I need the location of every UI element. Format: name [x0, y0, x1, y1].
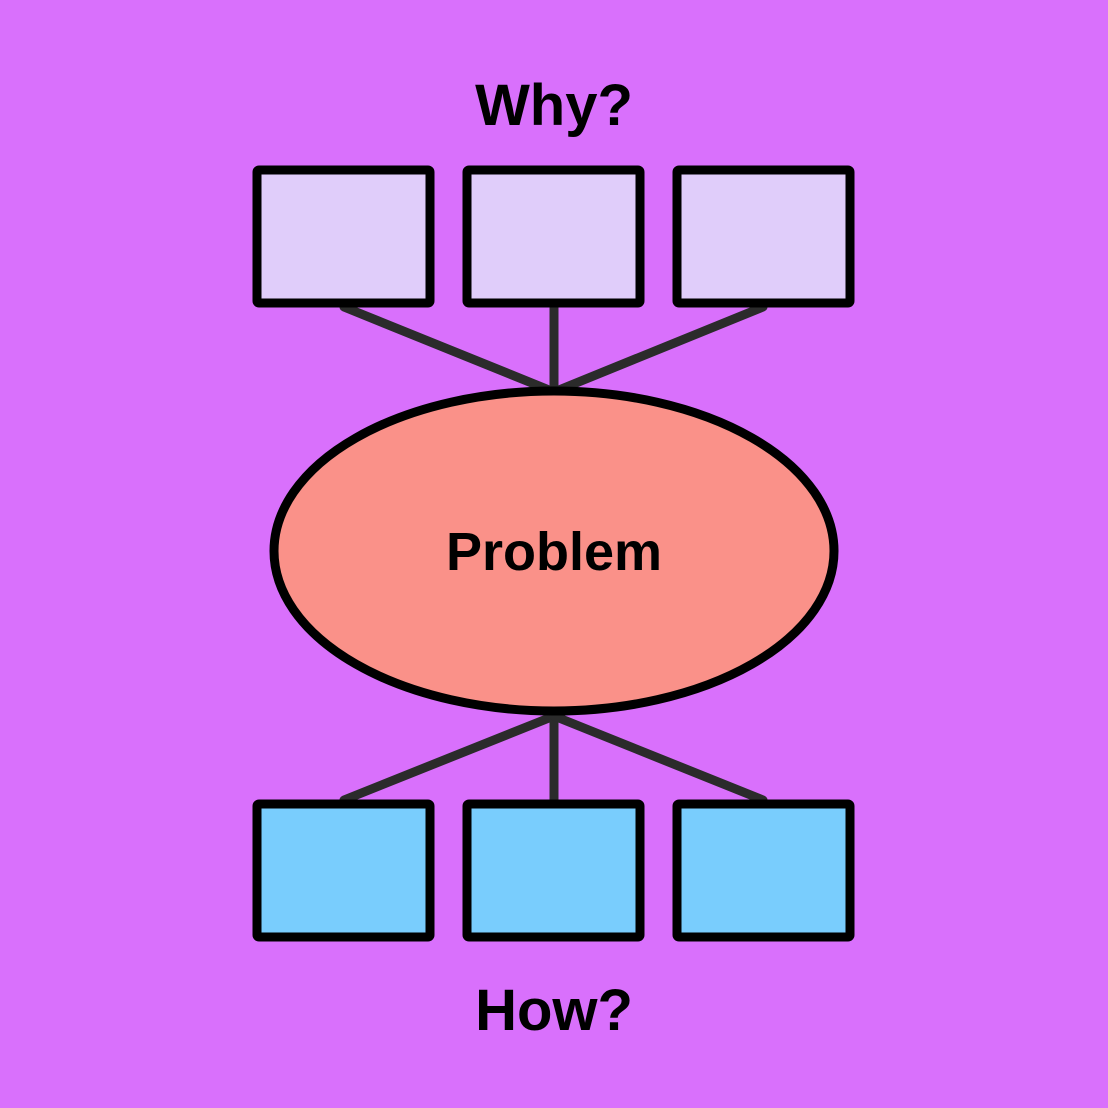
- how-boxes-row: [252, 799, 855, 942]
- why-box-1[interactable]: [252, 165, 435, 308]
- bottom-connector-group: [339, 711, 768, 805]
- connector-why-1: [339, 302, 559, 397]
- top-connector-group: [339, 302, 768, 397]
- connector-how-3: [549, 711, 768, 805]
- how-box-3[interactable]: [672, 799, 855, 942]
- why-box-3[interactable]: [672, 165, 855, 308]
- problem-node[interactable]: Problem: [269, 386, 839, 716]
- connector-why-3: [549, 302, 768, 397]
- why-heading-label: Why?: [475, 73, 633, 138]
- problem-label: Problem: [446, 522, 662, 582]
- why-boxes-row: [252, 165, 855, 308]
- connector-how-1: [339, 711, 559, 805]
- how-box-2[interactable]: [462, 799, 645, 942]
- problem-ellipse[interactable]: [269, 386, 839, 716]
- how-heading-label: How?: [475, 978, 633, 1043]
- how-box-1[interactable]: [252, 799, 435, 942]
- why-box-2[interactable]: [462, 165, 645, 308]
